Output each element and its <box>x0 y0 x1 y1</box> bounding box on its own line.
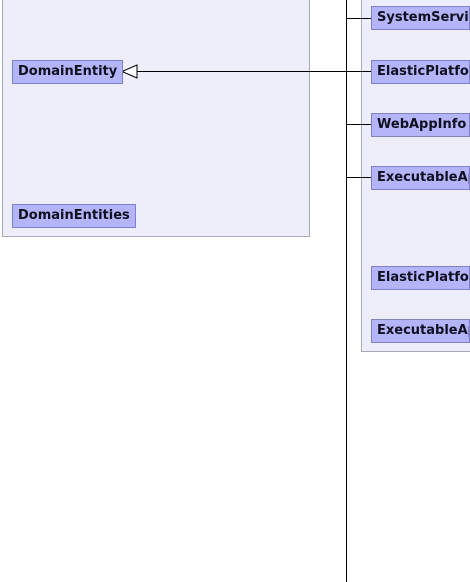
node-executable-app-1[interactable]: ExecutableApp <box>371 166 470 190</box>
node-executable-app-2[interactable]: ExecutableApp <box>371 319 470 343</box>
node-elastic-platform-1[interactable]: ElasticPlatform <box>371 60 470 84</box>
node-system-service[interactable]: SystemService <box>371 6 470 30</box>
node-web-app-info[interactable]: WebAppInfo <box>371 113 470 137</box>
node-domain-entities[interactable]: DomainEntities <box>12 204 136 228</box>
left-package <box>2 0 310 237</box>
node-domain-entity[interactable]: DomainEntity <box>12 60 124 84</box>
node-elastic-platform-2[interactable]: ElasticPlatform <box>371 266 470 290</box>
